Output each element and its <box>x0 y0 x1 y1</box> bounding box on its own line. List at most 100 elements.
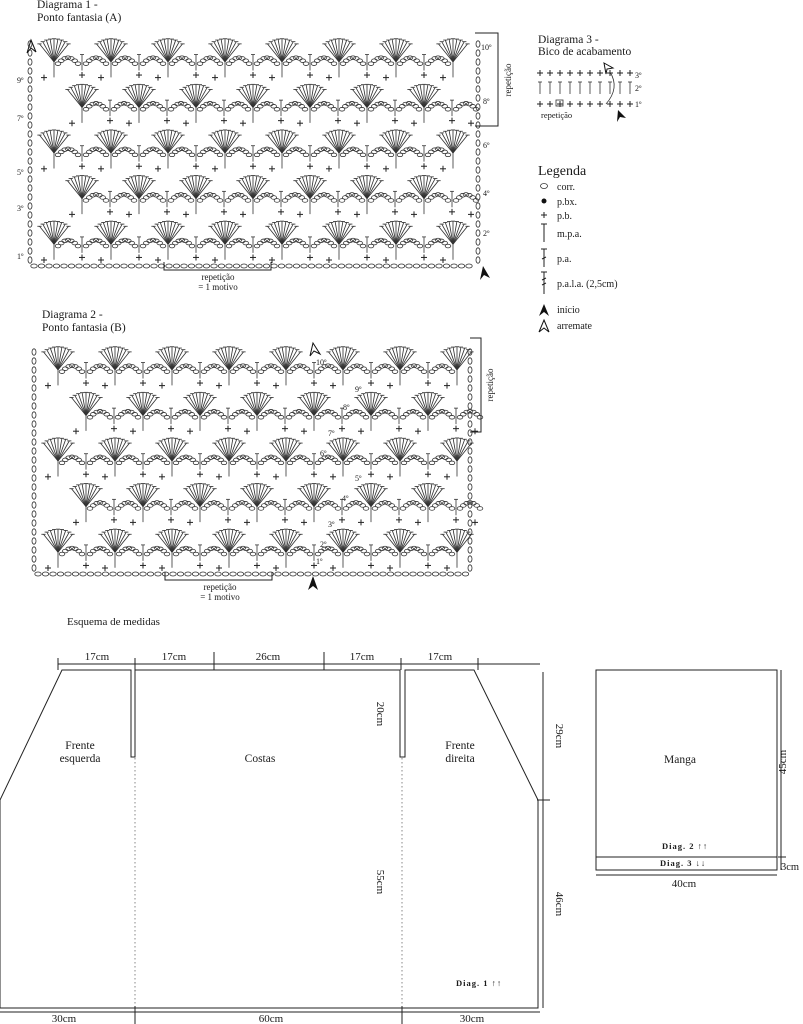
sc-mark <box>421 254 427 261</box>
sc-mark <box>250 254 256 261</box>
sc-mark <box>240 211 246 218</box>
sc-mark <box>307 254 313 261</box>
chain-arc <box>86 363 114 374</box>
sc-mark <box>98 74 104 81</box>
sc-mark <box>383 74 389 81</box>
chain-arc <box>86 454 114 466</box>
chain-arc <box>286 545 314 557</box>
chain-arc <box>395 192 423 203</box>
stitch-post <box>283 407 287 425</box>
stitch-post <box>398 366 402 386</box>
stitch-post <box>80 236 84 253</box>
d1-row-7: 7º <box>17 114 24 123</box>
shell-fan <box>65 83 99 108</box>
stitch-post <box>340 498 344 516</box>
stitch-post <box>113 549 117 568</box>
sc-mark <box>577 101 583 107</box>
stitch-post <box>426 362 430 379</box>
diagram2-row-labels: 1º 2º 3º 4º 5º 6º 7º 8º 9º 10º <box>316 358 362 566</box>
sc-mark <box>269 74 275 81</box>
stitch-post <box>337 149 341 169</box>
sc-mark <box>537 101 543 107</box>
shell-fan <box>37 129 71 154</box>
stitch-post <box>284 366 288 386</box>
chain-arc <box>110 192 138 203</box>
dim-sleeve-band: 3cm <box>781 862 799 873</box>
chain-arc <box>224 192 252 203</box>
shell-fan <box>322 129 356 154</box>
d2-row-7: 7º <box>328 429 335 438</box>
diag-sleeve-band: Diag. 3 ↓↓ <box>660 858 706 868</box>
chain-arc <box>456 409 484 420</box>
chain-arc <box>114 409 142 420</box>
diag-body-label: Diag. 1 ↑↑ <box>456 978 502 988</box>
chain-arc <box>143 363 171 374</box>
shell-fan <box>208 129 242 154</box>
shell-fan <box>326 437 360 462</box>
shell-fan <box>269 346 303 371</box>
sc-mark <box>567 101 573 107</box>
stitch-post <box>397 498 401 516</box>
stitch-post <box>113 366 117 386</box>
sc-mark <box>335 117 341 124</box>
d2-row-9: 9º <box>355 385 362 394</box>
stitch-post <box>165 99 169 117</box>
shell-fan <box>155 437 189 462</box>
sc-mark <box>187 519 193 526</box>
shell-fan <box>436 129 470 154</box>
sc-mark <box>168 425 174 432</box>
shell-fan <box>436 38 470 63</box>
sc-mark <box>425 471 431 478</box>
width-sleeve: 40cm <box>672 878 697 890</box>
dim-back-height: 55cm <box>374 870 386 895</box>
legend-label-pb: p.b. <box>557 211 572 222</box>
stitch-post <box>608 81 612 94</box>
sc-mark <box>41 165 47 172</box>
shell-fan <box>322 38 356 63</box>
diagram2-repeat-side: repetição <box>485 368 495 401</box>
dim-slit: 20cm <box>374 702 386 727</box>
treble-crochet-icon <box>541 271 547 294</box>
sc-mark <box>607 101 613 107</box>
schema-right-dimension: 29cm 46cm <box>537 672 565 1008</box>
chain-arc <box>400 363 428 374</box>
sc-mark <box>383 257 389 263</box>
stitch-post <box>279 190 283 208</box>
stitch-post <box>194 195 198 215</box>
shell-fan <box>379 220 413 245</box>
chain-arc <box>285 409 313 420</box>
dot-icon <box>541 198 547 204</box>
shell-fan <box>94 220 128 245</box>
piece-front-right-2: direita <box>445 753 474 765</box>
schema-bottom-dimension: 30cm 60cm 30cm <box>0 1006 540 1024</box>
sc-mark <box>250 72 256 79</box>
sc-mark <box>212 74 218 81</box>
stitch-post <box>194 236 198 253</box>
stitch-post <box>422 104 426 123</box>
legend-list: corr. p.bx. p.b. m.p.a. p.a. p.a.l.a. (2… <box>538 182 618 333</box>
sc-mark <box>69 120 75 127</box>
chain-arc <box>253 192 281 203</box>
legend-label-arremate: arremate <box>557 321 593 332</box>
shell-fan <box>37 38 71 63</box>
chain-arc <box>257 545 285 557</box>
shell-fan <box>297 483 331 507</box>
sc-mark <box>140 471 146 478</box>
sc-mark <box>244 428 250 435</box>
sc-mark <box>311 471 317 478</box>
stitch-post <box>137 104 141 123</box>
sc-mark <box>41 74 47 81</box>
stitch-post <box>80 104 84 123</box>
chain-arc <box>229 454 257 466</box>
schema-title: Esquema de medidas <box>67 616 160 628</box>
stitch-post <box>284 549 288 568</box>
stitch-post <box>255 503 259 523</box>
diagram2-repeat-bracket <box>470 337 482 433</box>
diagram1-start-arrow-icon <box>480 266 490 280</box>
sc-mark <box>335 208 341 215</box>
stitch-post <box>312 544 316 561</box>
sc-mark <box>607 70 613 76</box>
stitch-post <box>137 54 141 71</box>
sc-mark <box>83 471 89 478</box>
chain-arc <box>253 146 281 158</box>
